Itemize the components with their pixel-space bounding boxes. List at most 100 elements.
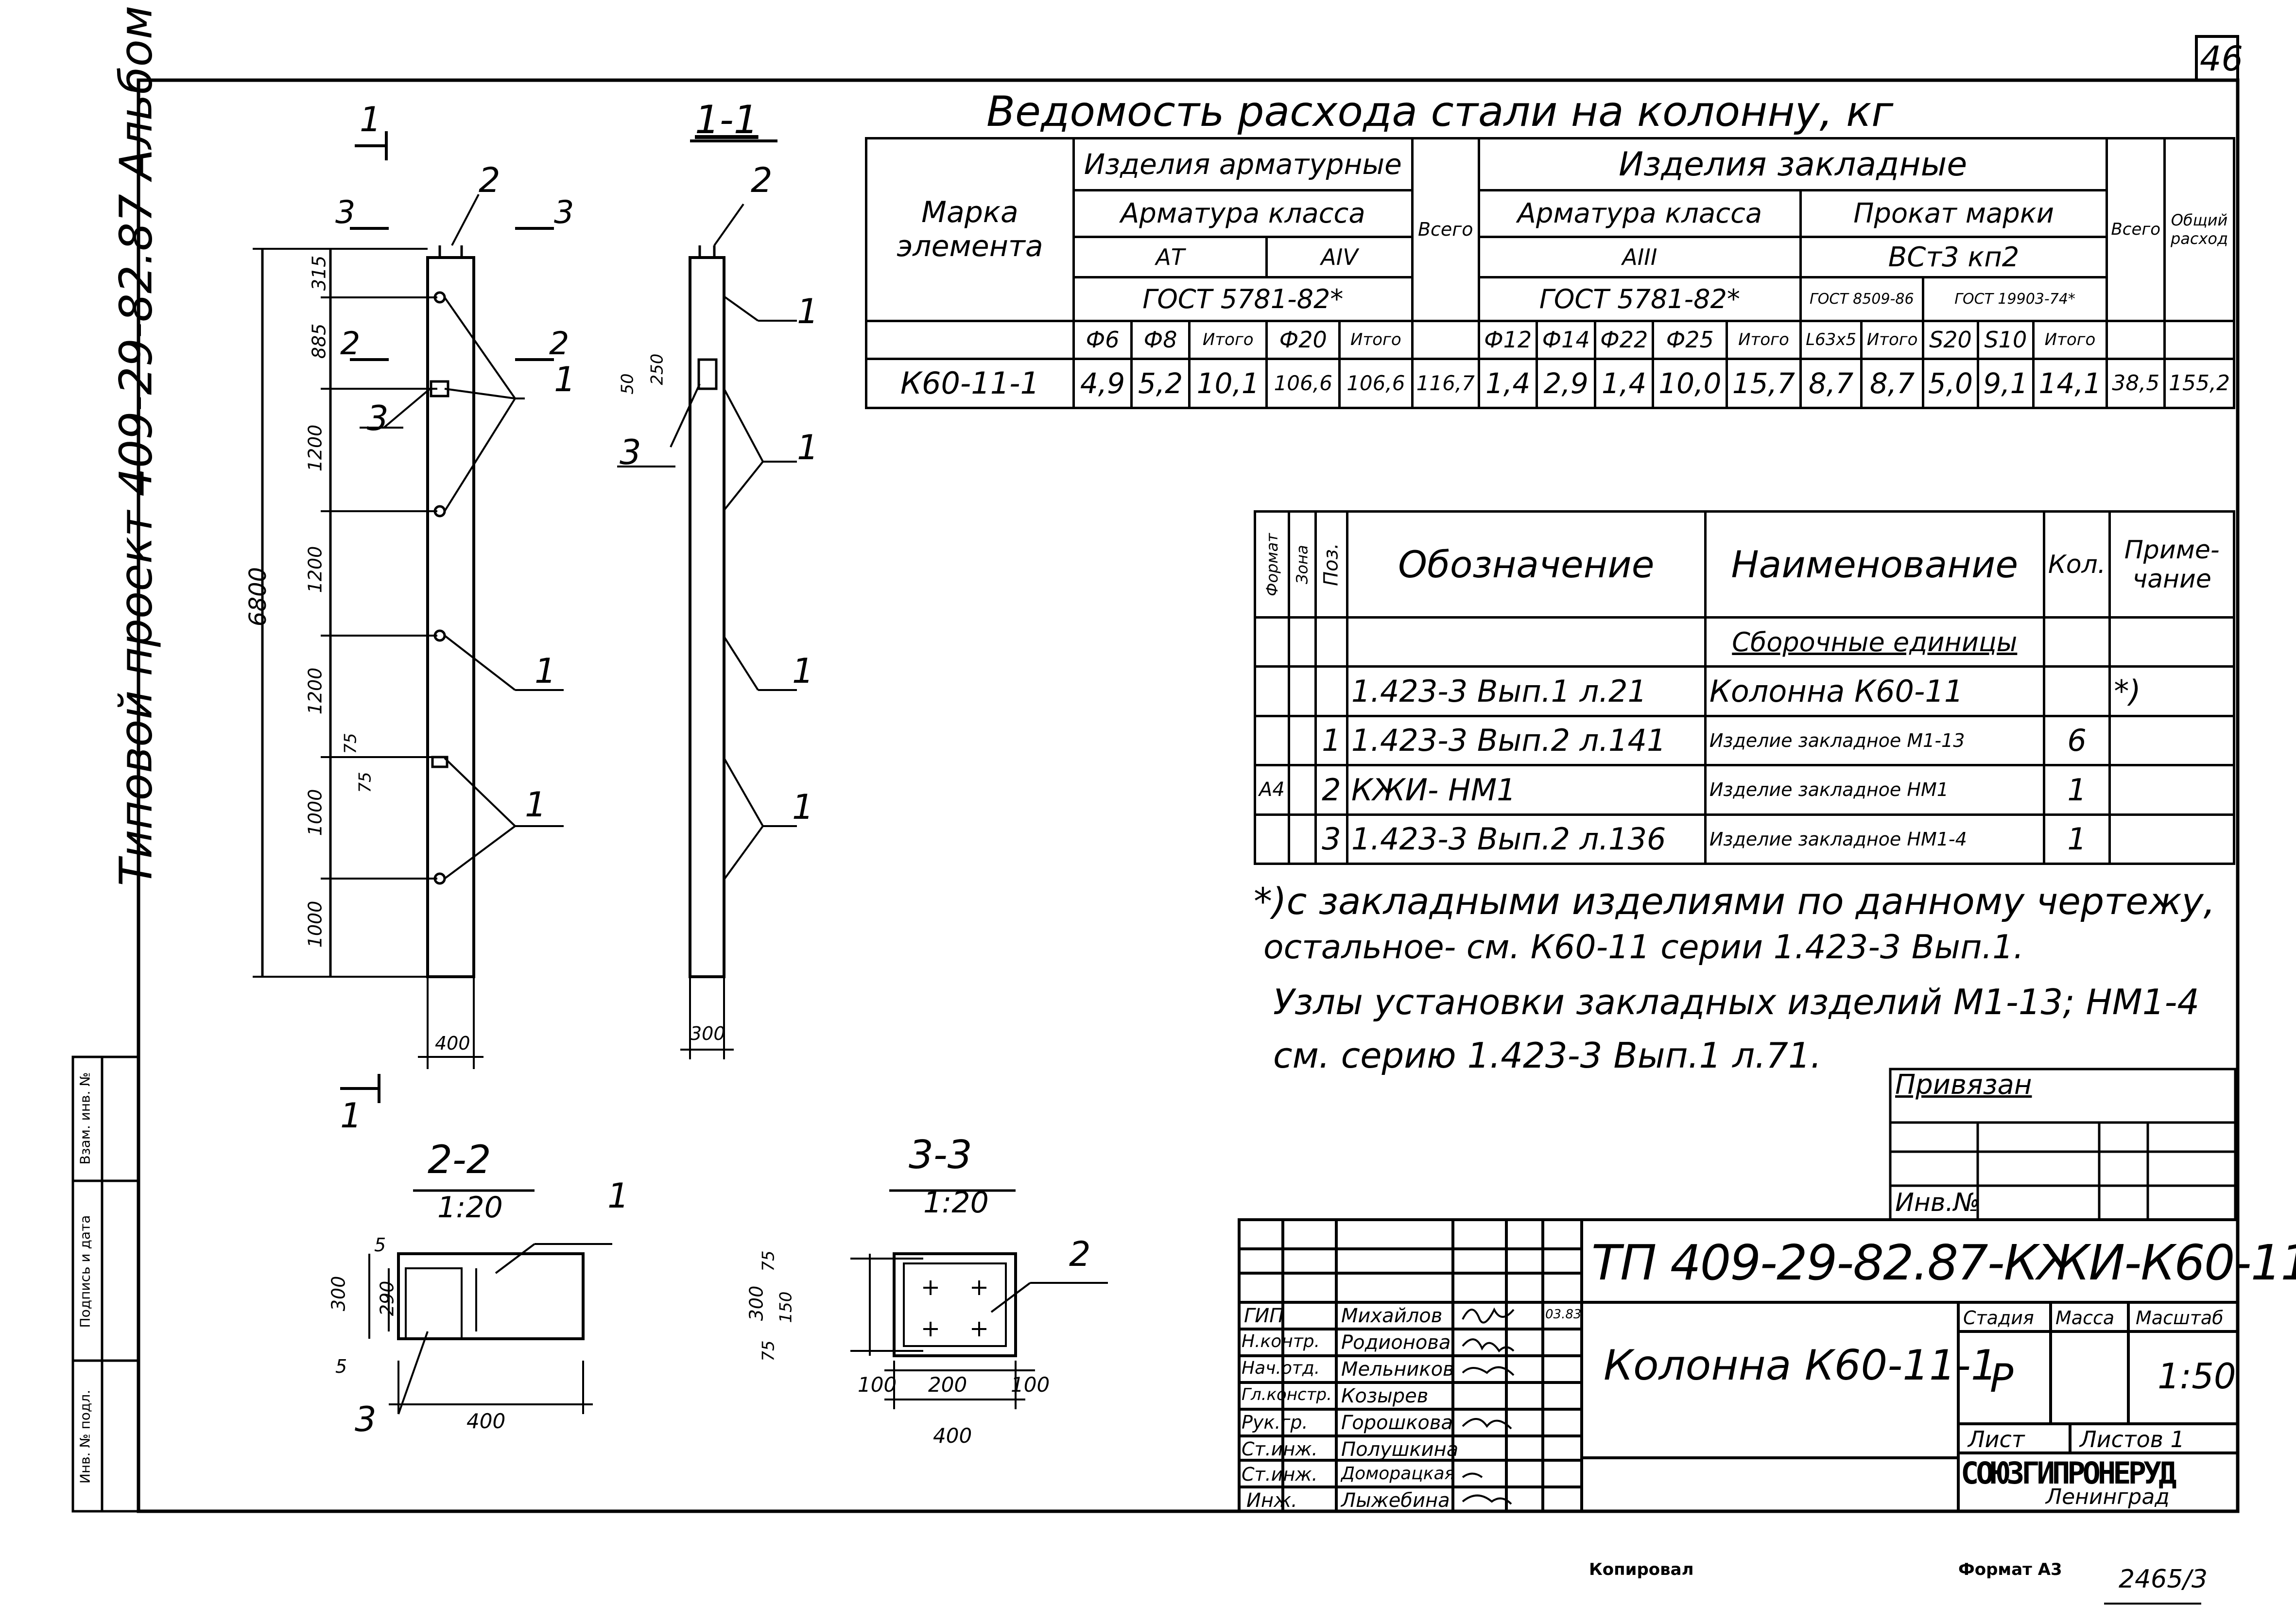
s33-dim-100-right: 100 [1011, 1373, 1050, 1397]
pos-2-label-front: 2 [479, 160, 501, 200]
stamp-city: Ленинград [2046, 1485, 2170, 1509]
vedomost-armatura-klassa-2: Арматура класса [1477, 189, 1802, 238]
note-line-4: см. серию 1.423-3 Вып.1 л.71. [1273, 1035, 1822, 1076]
s22-dim-290: 290 [376, 1280, 398, 1316]
pos-2-label-side: 2 [751, 160, 773, 200]
vedomost-group1: Изделия арматурные [1072, 137, 1414, 192]
stamp-name-5: Полушкина [1341, 1438, 1459, 1461]
stamp-name-4: Горошкова [1341, 1412, 1453, 1434]
vedomost-val-5: 116,7 [1411, 357, 1480, 410]
section-3-3-scale: 1:20 [923, 1186, 989, 1220]
vedomost-val-0: 4,9 [1072, 357, 1133, 410]
vedomost-class-vst: ВСт3 кп2 [1799, 235, 2108, 279]
vedomost-class-aiii: АIII [1477, 235, 1802, 279]
vedomost-val-9: 10,0 [1652, 357, 1728, 410]
table-row: А4 2 КЖИ- НМ1 Изделие закладное НМ1 1 [1254, 764, 2235, 816]
spec-h-note: Приме-чание [2108, 510, 2235, 619]
vedomost-marka-header: Марка элемента [865, 137, 1075, 322]
vedomost-class-aiv: АIV [1265, 235, 1414, 279]
cut-2-label-right: 2 [549, 326, 570, 362]
vedomost-sub-empty-4 [2163, 319, 2235, 360]
note-line-2: остальное- см. К60-11 серии 1.423-3 Вып.… [1263, 928, 2024, 967]
vedomost-sub-5: Ф12 [1477, 319, 1538, 360]
side-title: Типовой проект 409-29-82.87 Альбом 3 [110, 0, 162, 886]
vedomost-obshiy: Общий расход [2163, 137, 2235, 322]
s22-pos-3: 3 [355, 1399, 377, 1439]
vedomost-sub-7: Ф22 [1593, 319, 1655, 360]
spec-h-designation: Обозначение [1346, 510, 1707, 619]
s22-dim-5-top: 5 [374, 1234, 386, 1256]
cut-3-label-right: 3 [554, 194, 574, 231]
vedomost-sub-2: Итого [1188, 319, 1268, 360]
pos-1-label-f: 1 [792, 651, 814, 691]
stamp-org: СОЮЗГИПРОНЕРУД [1961, 1455, 2177, 1491]
dim-6800: 6800 [244, 567, 272, 627]
vedomost-group2: Изделия закладные [1477, 137, 2108, 192]
section-3-3 [850, 1189, 1108, 1409]
vedomost-sub-empty-2 [1411, 319, 1480, 360]
vedomost-mark: К60-11-1 [865, 357, 1075, 410]
table-row: 1 1.423-3 Вып.2 л.141 Изделие закладное … [1254, 714, 2235, 767]
spec-section: Сборочные единицы [1704, 616, 2045, 668]
vedomost-data-row: К60-11-1 4,9 5,2 10,1 106,6 106,6 116,7 … [865, 357, 2235, 410]
vedomost-sub-12: S20 [1921, 319, 1980, 360]
spec-h-qty: Кол. [2042, 510, 2111, 619]
signatures [1462, 1307, 1515, 1505]
s22-pos-1: 1 [607, 1176, 629, 1216]
spec-h-pos: Поз. [1315, 511, 1347, 618]
note-line-3: Узлы установки закладных изделий М1-13; … [1273, 982, 2200, 1022]
vedomost-sub-6: Ф14 [1536, 319, 1596, 360]
stamp-name-0: Михайлов [1341, 1305, 1443, 1327]
vedomost-sub-9: Итого [1726, 319, 1802, 360]
sheet-number: 46 [2200, 39, 2244, 79]
vedomost-sub-empty [865, 319, 1075, 360]
stamp-listov-label: Листов 1 [2080, 1426, 2185, 1452]
stamp-date: 03.83 [1545, 1307, 1582, 1322]
table-row: 1.423-3 Вып.1 л.21 Колонна К60-11 *) [1254, 665, 2235, 717]
vedomost-val-4: 106,6 [1338, 357, 1414, 410]
dim-400-front: 400 [435, 1033, 470, 1054]
section-2-2-scale: 1:20 [437, 1191, 503, 1225]
s33-dim-75-bot: 75 [759, 1340, 778, 1362]
dim-1000-a: 1000 [304, 789, 326, 836]
s33-dim-400: 400 [933, 1424, 972, 1448]
privyazan-inv: Инв.№ [1895, 1188, 1980, 1217]
stamp-role-5: Ст.инж. [1242, 1438, 1318, 1460]
vedomost-val-13: 5,0 [1921, 357, 1980, 410]
stamp-name-7: Лыжебина [1341, 1489, 1450, 1512]
left-strip-lines [71, 1055, 140, 1513]
sheet-frame [137, 78, 2240, 1513]
vedomost-sub-8: Ф25 [1652, 319, 1728, 360]
vedomost-armatura-klassa: Арматура класса [1072, 189, 1414, 238]
footer-number: 2465/3 [2119, 1565, 2208, 1594]
spec-h-format: Формат [1255, 511, 1289, 618]
column-elevation-front [253, 131, 564, 1103]
footer-format: Формат А3 [1958, 1560, 2062, 1579]
vedomost-val-8: 1,4 [1593, 357, 1655, 410]
stamp-role-4: Рук.гр. [1242, 1412, 1308, 1433]
section-2-2-title: 2-2 [428, 1137, 491, 1182]
vedomost-val-10: 15,7 [1726, 357, 1802, 410]
spec-header-row: Формат Зона Поз. Обозначение Наименовани… [1255, 510, 2235, 619]
stamp-role-6: Ст.инж. [1242, 1464, 1318, 1485]
vedomost-table: Марка элемента Изделия арматурные Всего … [865, 137, 2235, 410]
footer-kopiroval: Копировал [1589, 1560, 1694, 1579]
vedomost-val-2: 10,1 [1188, 357, 1268, 410]
stamp-stadiya-label: Стадия [1963, 1307, 2034, 1329]
stamp-code: ТП 409-29-82.87-КЖИ-К60-11-1 [1591, 1234, 2296, 1291]
vedomost-val-14: 9,1 [1977, 357, 2035, 410]
vedomost-gost-1: ГОСТ 5781-82* [1072, 276, 1414, 322]
stamp-role-3: Гл.констр. [1242, 1385, 1332, 1404]
vedomost-val-17: 155,2 [2163, 357, 2235, 410]
s33-dim-200: 200 [928, 1373, 967, 1397]
dim-1200-b: 1200 [304, 546, 326, 593]
stamp-role-2: Нач.отд. [1242, 1358, 1320, 1378]
vedomost-sub-empty-3 [2106, 319, 2166, 360]
vedomost-prokat-marki: Прокат марки [1799, 189, 2108, 238]
s22-dim-5-bot: 5 [335, 1356, 347, 1377]
stamp-name: Колонна К60-11-1 [1604, 1341, 1998, 1390]
vedomost-vsego-1: Всего [1411, 137, 1480, 322]
vedomost-sub-3: Ф20 [1265, 319, 1341, 360]
vedomost-val-3: 106,6 [1265, 357, 1341, 410]
vedomost-val-1: 5,2 [1130, 357, 1191, 410]
